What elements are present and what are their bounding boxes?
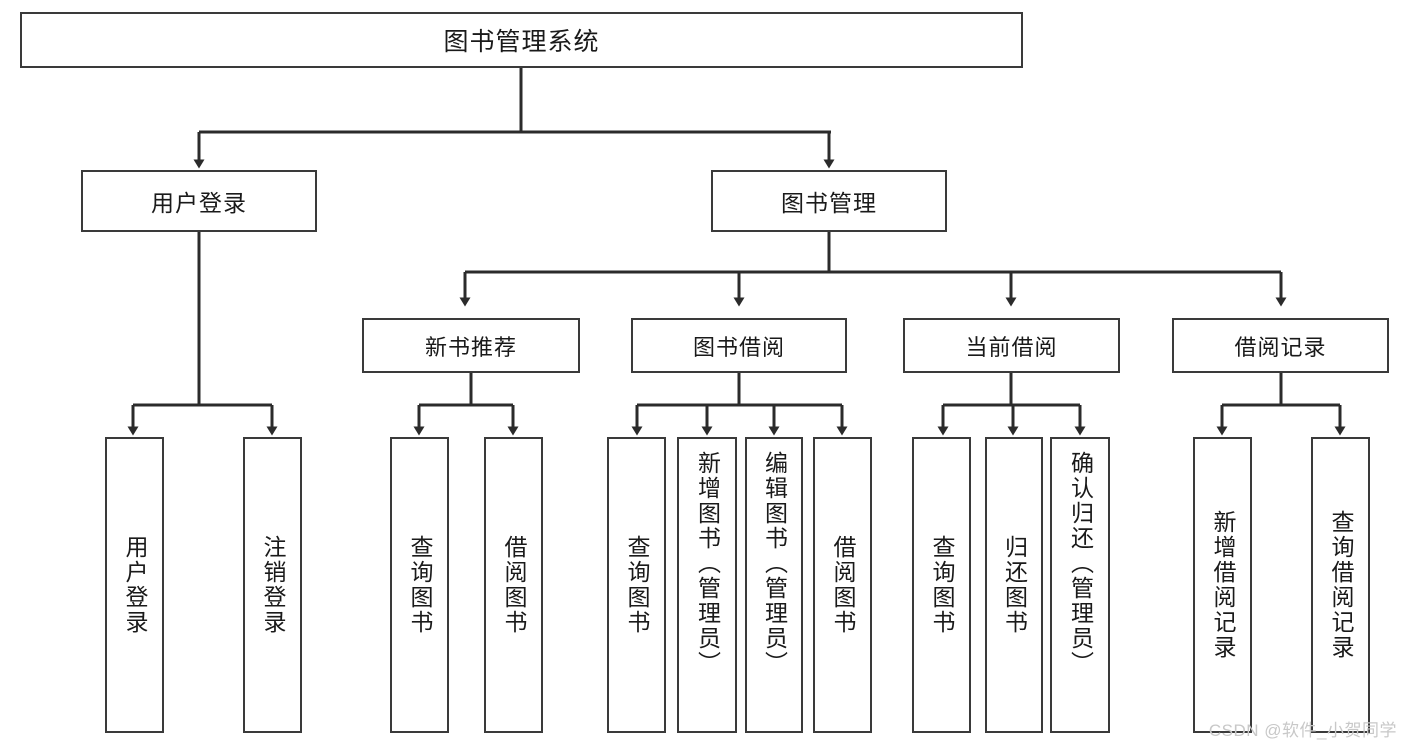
- leaf-borrow-edit-book[interactable]: 编辑图书（管理员）: [745, 437, 803, 733]
- node-label: 用户登录: [122, 535, 148, 635]
- node-current-borrow[interactable]: 当前借阅: [903, 318, 1120, 373]
- leaf-new-book-query[interactable]: 查询图书: [390, 437, 449, 733]
- leaf-user-login-logout[interactable]: 注销登录: [243, 437, 302, 733]
- node-root-system[interactable]: 图书管理系统: [20, 12, 1023, 68]
- leaf-current-return-book[interactable]: 归还图书: [985, 437, 1043, 733]
- node-label: 新增图书（管理员）: [694, 451, 721, 676]
- node-label: 查询图书: [624, 535, 650, 635]
- node-label: 图书借阅: [692, 334, 785, 360]
- leaf-record-add[interactable]: 新增借阅记录: [1193, 437, 1252, 733]
- node-label: 当前借阅: [965, 334, 1058, 360]
- leaf-record-query[interactable]: 查询借阅记录: [1311, 437, 1370, 733]
- node-label: 注销登录: [260, 535, 286, 635]
- leaf-borrow-query-book[interactable]: 查询图书: [607, 437, 666, 733]
- node-label: 借阅图书: [501, 535, 527, 635]
- node-label: 图书管理系统: [443, 28, 600, 56]
- node-label: 用户登录: [151, 190, 247, 216]
- node-label: 查询图书: [407, 535, 433, 635]
- node-label: 确认归还（管理员）: [1067, 451, 1094, 676]
- node-borrow-record[interactable]: 借阅记录: [1172, 318, 1389, 373]
- leaf-borrow-borrow-book[interactable]: 借阅图书: [813, 437, 872, 733]
- node-label: 查询图书: [929, 535, 955, 635]
- node-label: 编辑图书（管理员）: [761, 451, 788, 676]
- node-new-book-recommend[interactable]: 新书推荐: [362, 318, 580, 373]
- node-book-borrow[interactable]: 图书借阅: [631, 318, 847, 373]
- node-label: 借阅图书: [830, 535, 856, 635]
- node-label: 图书管理: [781, 190, 877, 216]
- leaf-current-confirm-return[interactable]: 确认归还（管理员）: [1050, 437, 1110, 733]
- leaf-borrow-add-book[interactable]: 新增图书（管理员）: [677, 437, 737, 733]
- leaf-current-query-book[interactable]: 查询图书: [912, 437, 971, 733]
- node-label: 新增借阅记录: [1210, 510, 1236, 660]
- node-label: 新书推荐: [424, 334, 517, 360]
- node-label: 借阅记录: [1234, 334, 1327, 360]
- node-label: 归还图书: [1001, 535, 1028, 635]
- node-book-management[interactable]: 图书管理: [711, 170, 947, 232]
- leaf-new-book-borrow[interactable]: 借阅图书: [484, 437, 543, 733]
- node-user-login[interactable]: 用户登录: [81, 170, 317, 232]
- node-label: 查询借阅记录: [1328, 510, 1354, 660]
- leaf-user-login-login[interactable]: 用户登录: [105, 437, 164, 733]
